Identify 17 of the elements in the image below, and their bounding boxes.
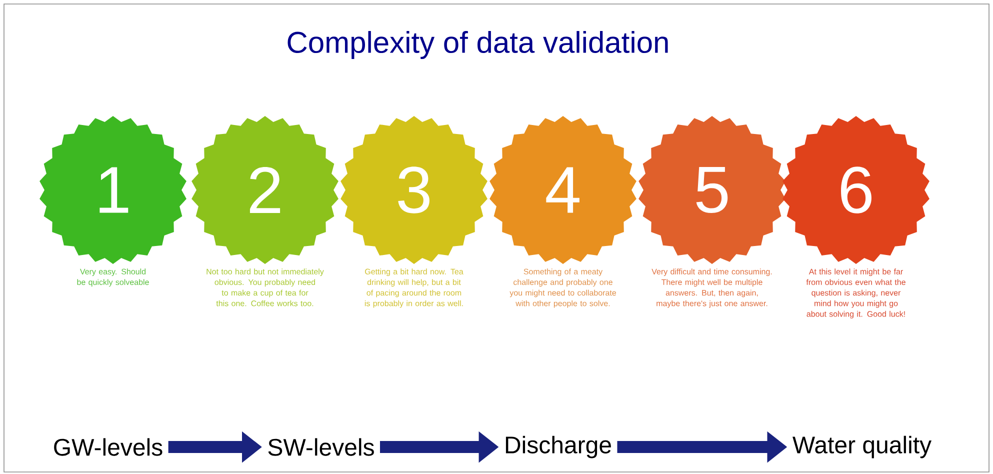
description-text: Something of a meaty challenge and probably one you might need to collaborate with other people to solve. — [510, 268, 616, 308]
number-badge: 6 — [782, 116, 930, 264]
description-text: Very difficult and time consuming. There might well be multiple answers. But, then again, maybe there's just one answer. — [652, 268, 772, 308]
number-badge: 5 — [638, 116, 786, 264]
stage-label: Water quality — [792, 436, 932, 458]
description-text: Getting a bit hard now. Tea drinking will help, but a bit of pacing around the room is probably in order as well. — [364, 268, 464, 308]
number-badge: 4 — [490, 116, 636, 264]
description-text: Very easy. Should be quickly solveable — [77, 268, 149, 287]
title: Complexity of data validation — [288, 31, 668, 59]
number-badge: 1 — [40, 116, 186, 264]
description-text: Not too hard but not immediately obvious. You probably need to make a cup of tea for this one. Coffee works too. — [206, 268, 324, 306]
stage-label: Discharge — [506, 436, 611, 458]
stage-label: SW-levels — [268, 438, 374, 456]
number-badge: 2 — [192, 116, 338, 264]
stage-label: GW-levels — [54, 438, 162, 456]
description-text: At this level it might be far from obvious even what the question is asking, never mind how you might go about solving it. Good luck! — [806, 268, 906, 318]
number-badge: 3 — [340, 116, 488, 264]
